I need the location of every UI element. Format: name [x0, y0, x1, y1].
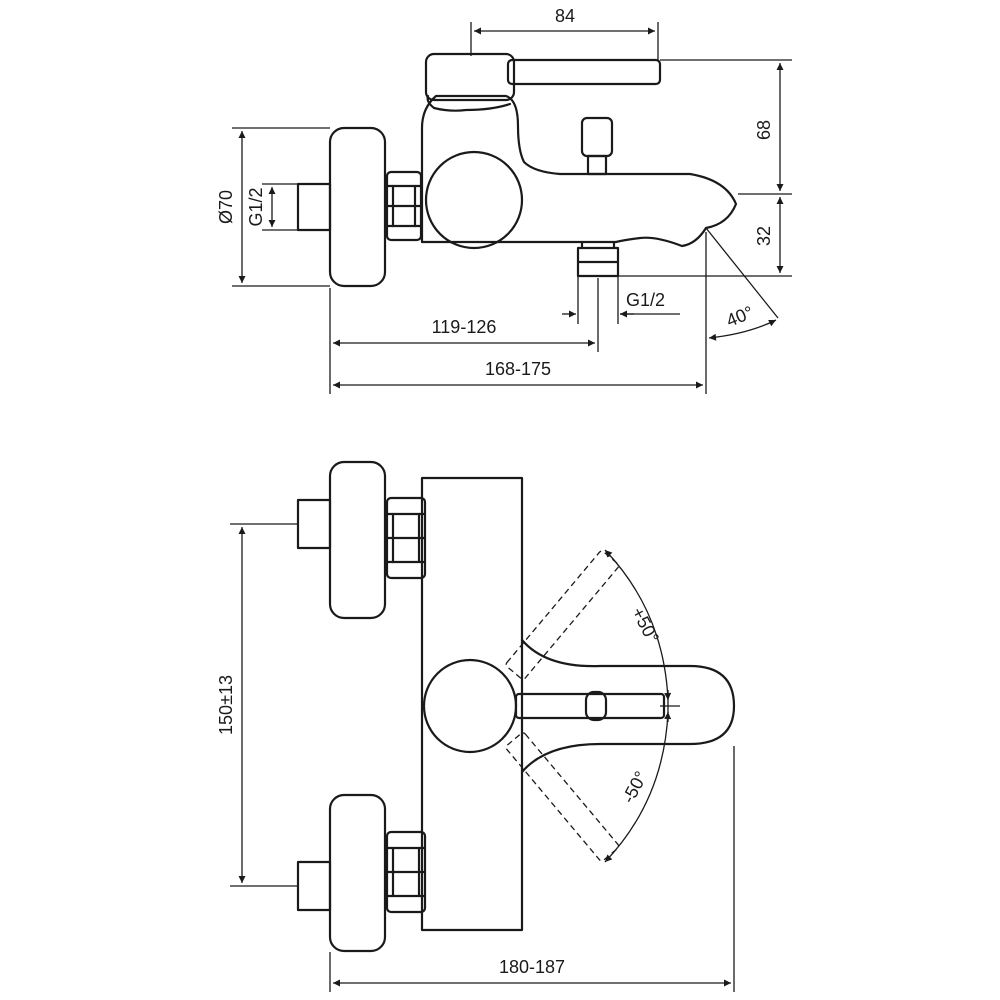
dim-119-126: 119-126 [329, 278, 599, 394]
dim-84: 84 [470, 6, 659, 60]
spout-top [520, 638, 736, 774]
inlet-stub [296, 182, 332, 232]
lever-rotated-plus [505, 550, 620, 680]
wall-flange [328, 126, 387, 288]
dim-150-13-label: 150±13 [216, 675, 236, 735]
outlet-nipple [576, 240, 620, 278]
arc-plus-50 [604, 549, 672, 701]
dim-168-175-label: 168-175 [485, 359, 551, 379]
lower-hex-nut [385, 830, 427, 914]
dim-180-187: 180-187 [329, 746, 735, 992]
dim-68-label: 68 [754, 120, 774, 140]
dim-thread-outlet-label: G1/2 [626, 290, 665, 310]
diverter-top [584, 690, 608, 722]
dim-diameter-70-label: Ø70 [216, 190, 236, 224]
dim-thread-outlet: G1/2 [562, 276, 680, 324]
arc-minus-50 [604, 711, 672, 863]
lower-inlet-stub [296, 860, 332, 912]
lever-handle [424, 52, 662, 102]
diverter-button [580, 116, 614, 176]
upper-flange [328, 460, 387, 620]
side-view: 84 68 32 Ø70 G1/2 [216, 6, 792, 394]
control-knob-top [422, 658, 518, 754]
dim-168-175: 168-175 [333, 232, 707, 394]
lower-flange [328, 793, 387, 953]
mixer-body [420, 94, 738, 248]
upper-hex-nut [385, 496, 427, 580]
dim-angle-40-label: 40° [723, 302, 756, 331]
dim-thread-inlet: G1/2 [246, 183, 298, 231]
dim-84-label: 84 [555, 6, 575, 26]
dim-thread-inlet-label: G1/2 [246, 187, 266, 226]
upper-inlet-stub [296, 498, 332, 550]
cartridge-hump [426, 94, 512, 112]
top-view: +50° -50° 150±13 180-187 [216, 460, 736, 992]
control-knob [424, 150, 524, 250]
hex-nut [385, 170, 423, 242]
mixer-body-top [420, 476, 524, 932]
lever-rotated-minus [505, 732, 620, 862]
dim-32-label: 32 [754, 226, 774, 246]
dim-68-32: 68 32 [618, 59, 792, 277]
dim-diameter-70: Ø70 [216, 127, 330, 287]
dim-150-13: 150±13 [216, 523, 298, 887]
dim-119-126-label: 119-126 [432, 317, 497, 337]
lever-top [514, 692, 666, 720]
dim-180-187-label: 180-187 [499, 957, 565, 977]
